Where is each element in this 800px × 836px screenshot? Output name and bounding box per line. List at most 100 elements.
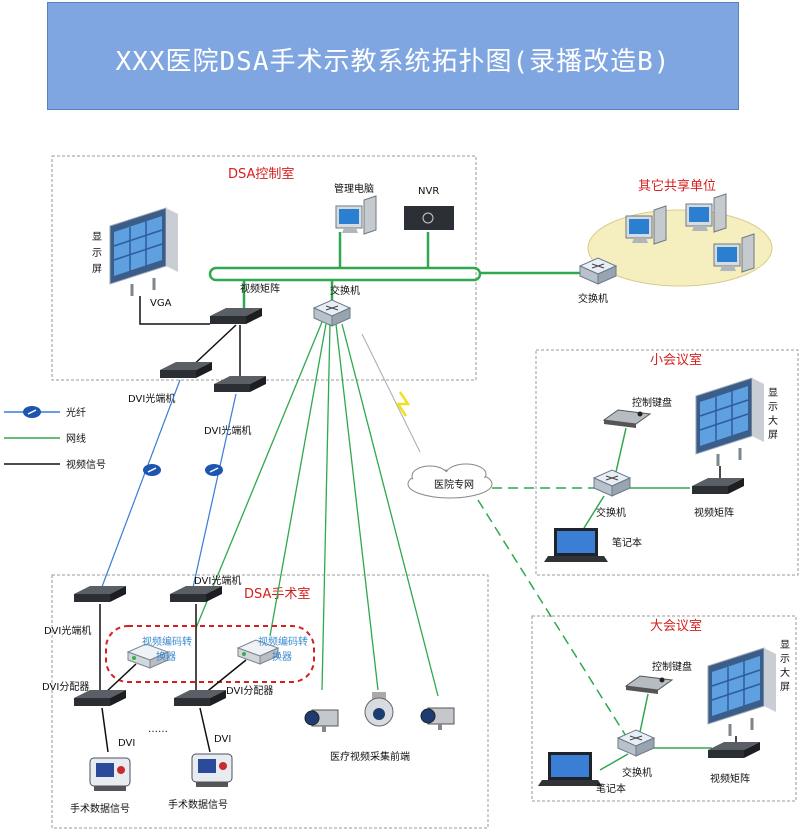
small-display-label-2: 示 — [768, 402, 778, 413]
dvi-optical-control-1 — [160, 362, 212, 378]
surgery-monitor-1 — [89, 757, 131, 792]
laptop-large — [538, 752, 602, 786]
encoder-2-label-line1: 视频编码转 — [258, 635, 308, 648]
fiber-2 — [191, 393, 237, 593]
legend-video-label: 视频信号 — [66, 458, 106, 471]
video-matrix-control — [210, 308, 262, 324]
small-display-label-4: 屏 — [768, 429, 778, 441]
matrix-small-label: 视频矩阵 — [694, 506, 734, 519]
lightning-icon — [395, 391, 411, 417]
dvi-optical-surgery-label-2: DVI光端机 — [194, 574, 241, 587]
display-wall-control — [108, 206, 180, 298]
legend: 光纤 网线 视频信号 — [4, 405, 106, 471]
switch-small-meeting — [593, 469, 631, 497]
splitter-to-monitor-2 — [199, 707, 211, 753]
other-units-label: 其它共享单位 — [638, 178, 716, 194]
encoder-1-label-line2: 换器 — [156, 650, 176, 663]
camera-1-icon — [304, 709, 339, 733]
nvr-logo — [422, 212, 434, 224]
laptop-large-label: 笔记本 — [596, 782, 626, 795]
legend-fiber-label: 光纤 — [66, 406, 86, 419]
net-to-camera-1 — [321, 323, 331, 691]
link-keyboard-switch-large — [639, 693, 649, 733]
small-display-label-1: 显 — [768, 387, 778, 399]
link-keyboard-switch-small — [615, 427, 627, 473]
camera-frontend-label: 医疗视频采集前端 — [330, 750, 410, 763]
video-matrix-small — [692, 478, 744, 494]
mgmt-pc-label: 管理电脑 — [334, 182, 374, 195]
fiber-node-1 — [142, 463, 162, 477]
small-meeting-room-label: 小会议室 — [650, 352, 702, 368]
surgery-room-border — [51, 574, 489, 829]
nvr-device — [404, 206, 454, 230]
link-switch-laptop-large — [599, 753, 629, 771]
ellipsis-label: …… — [148, 724, 168, 735]
surgery-data-label-1: 手术数据信号 — [70, 802, 130, 815]
control-keyboard-large — [625, 675, 673, 695]
laptop-small — [544, 528, 608, 562]
encoder-to-splitter-1 — [103, 663, 137, 695]
nvr-label: NVR — [418, 186, 439, 197]
dvi-optical-surgery-2 — [170, 586, 222, 602]
surgery-data-label-2: 手术数据信号 — [168, 798, 228, 811]
display-wall-large — [706, 646, 778, 738]
net-to-encoder-2 — [269, 323, 327, 637]
laptop-small-label: 笔记本 — [612, 536, 642, 549]
display-label-3: 屏 — [92, 263, 102, 275]
camera-3-icon — [420, 707, 455, 731]
dvi-optical-surgery-label-1: DVI光端机 — [44, 624, 91, 637]
large-display-label-3: 大 — [780, 666, 790, 679]
network-bus — [208, 266, 482, 282]
dvi-label-2: DVI — [214, 734, 231, 745]
video-matrix-label: 视频矩阵 — [240, 282, 280, 295]
video-matrix-large — [708, 742, 760, 758]
net-to-encoder-1 — [195, 321, 323, 629]
legend-fiber-icon — [22, 405, 42, 419]
keyboard-label-large: 控制键盘 — [652, 660, 692, 673]
switch-other-units-label: 交换机 — [578, 292, 608, 305]
encoder-2-label-line2: 换器 — [272, 650, 292, 663]
dvi-splitter-label-2: DVI分配器 — [226, 685, 273, 697]
display-label-1: 显 — [92, 231, 102, 243]
vga-link — [139, 296, 210, 325]
control-keyboard-small — [603, 409, 651, 429]
dvi-optical-control-2 — [214, 376, 266, 392]
dvi-label-1: DVI — [118, 738, 135, 749]
encoder-to-splitter-2 — [203, 659, 247, 695]
switch-control-label: 交换机 — [330, 284, 360, 297]
encoder-1-label-line1: 视频编码转 — [142, 635, 192, 648]
display-label-2: 示 — [92, 248, 102, 259]
switch-large-meeting — [617, 729, 655, 757]
large-display-label-2: 示 — [780, 654, 790, 665]
hospital-net-label: 医院专网 — [434, 478, 474, 491]
net-to-camera-2 — [335, 323, 379, 691]
wan-link-up — [361, 333, 421, 453]
switch-large-label: 交换机 — [622, 766, 652, 779]
switch-control — [313, 299, 351, 327]
switch-small-label: 交换机 — [596, 506, 626, 519]
legend-network-label: 网线 — [66, 432, 86, 445]
large-display-label-1: 显 — [780, 639, 790, 651]
surgery-monitor-2 — [191, 753, 233, 788]
display-wall-small — [694, 376, 766, 468]
hospital-network-cloud — [407, 463, 493, 499]
large-meeting-room-border — [531, 615, 797, 802]
link-switch-laptop-small — [583, 495, 605, 529]
fiber-1 — [99, 379, 181, 593]
title-banner: XXX医院DSA手术示教系统拓扑图(录播改造B) — [47, 2, 739, 110]
dvi-optical-label-1: DVI光端机 — [128, 392, 175, 405]
encoder-group-box — [105, 625, 315, 683]
other-unit-pc-2 — [685, 193, 727, 233]
dome-camera-icon — [364, 692, 394, 727]
large-meeting-room-label: 大会议室 — [650, 618, 702, 634]
fiber-node-2 — [204, 463, 224, 477]
page-title: XXX医院DSA手术示教系统拓扑图(录播改造B) — [115, 47, 671, 77]
splitter-to-monitor-1 — [101, 707, 109, 753]
matrix-large-label: 视频矩阵 — [710, 772, 750, 785]
management-pc — [335, 195, 377, 235]
other-unit-pc-1 — [625, 205, 667, 245]
dvi-splitter-label-1: DVI分配器 — [42, 681, 89, 693]
vga-label: VGA — [150, 298, 172, 309]
large-display-label-4: 屏 — [780, 681, 790, 693]
small-meeting-room-border — [535, 349, 799, 576]
